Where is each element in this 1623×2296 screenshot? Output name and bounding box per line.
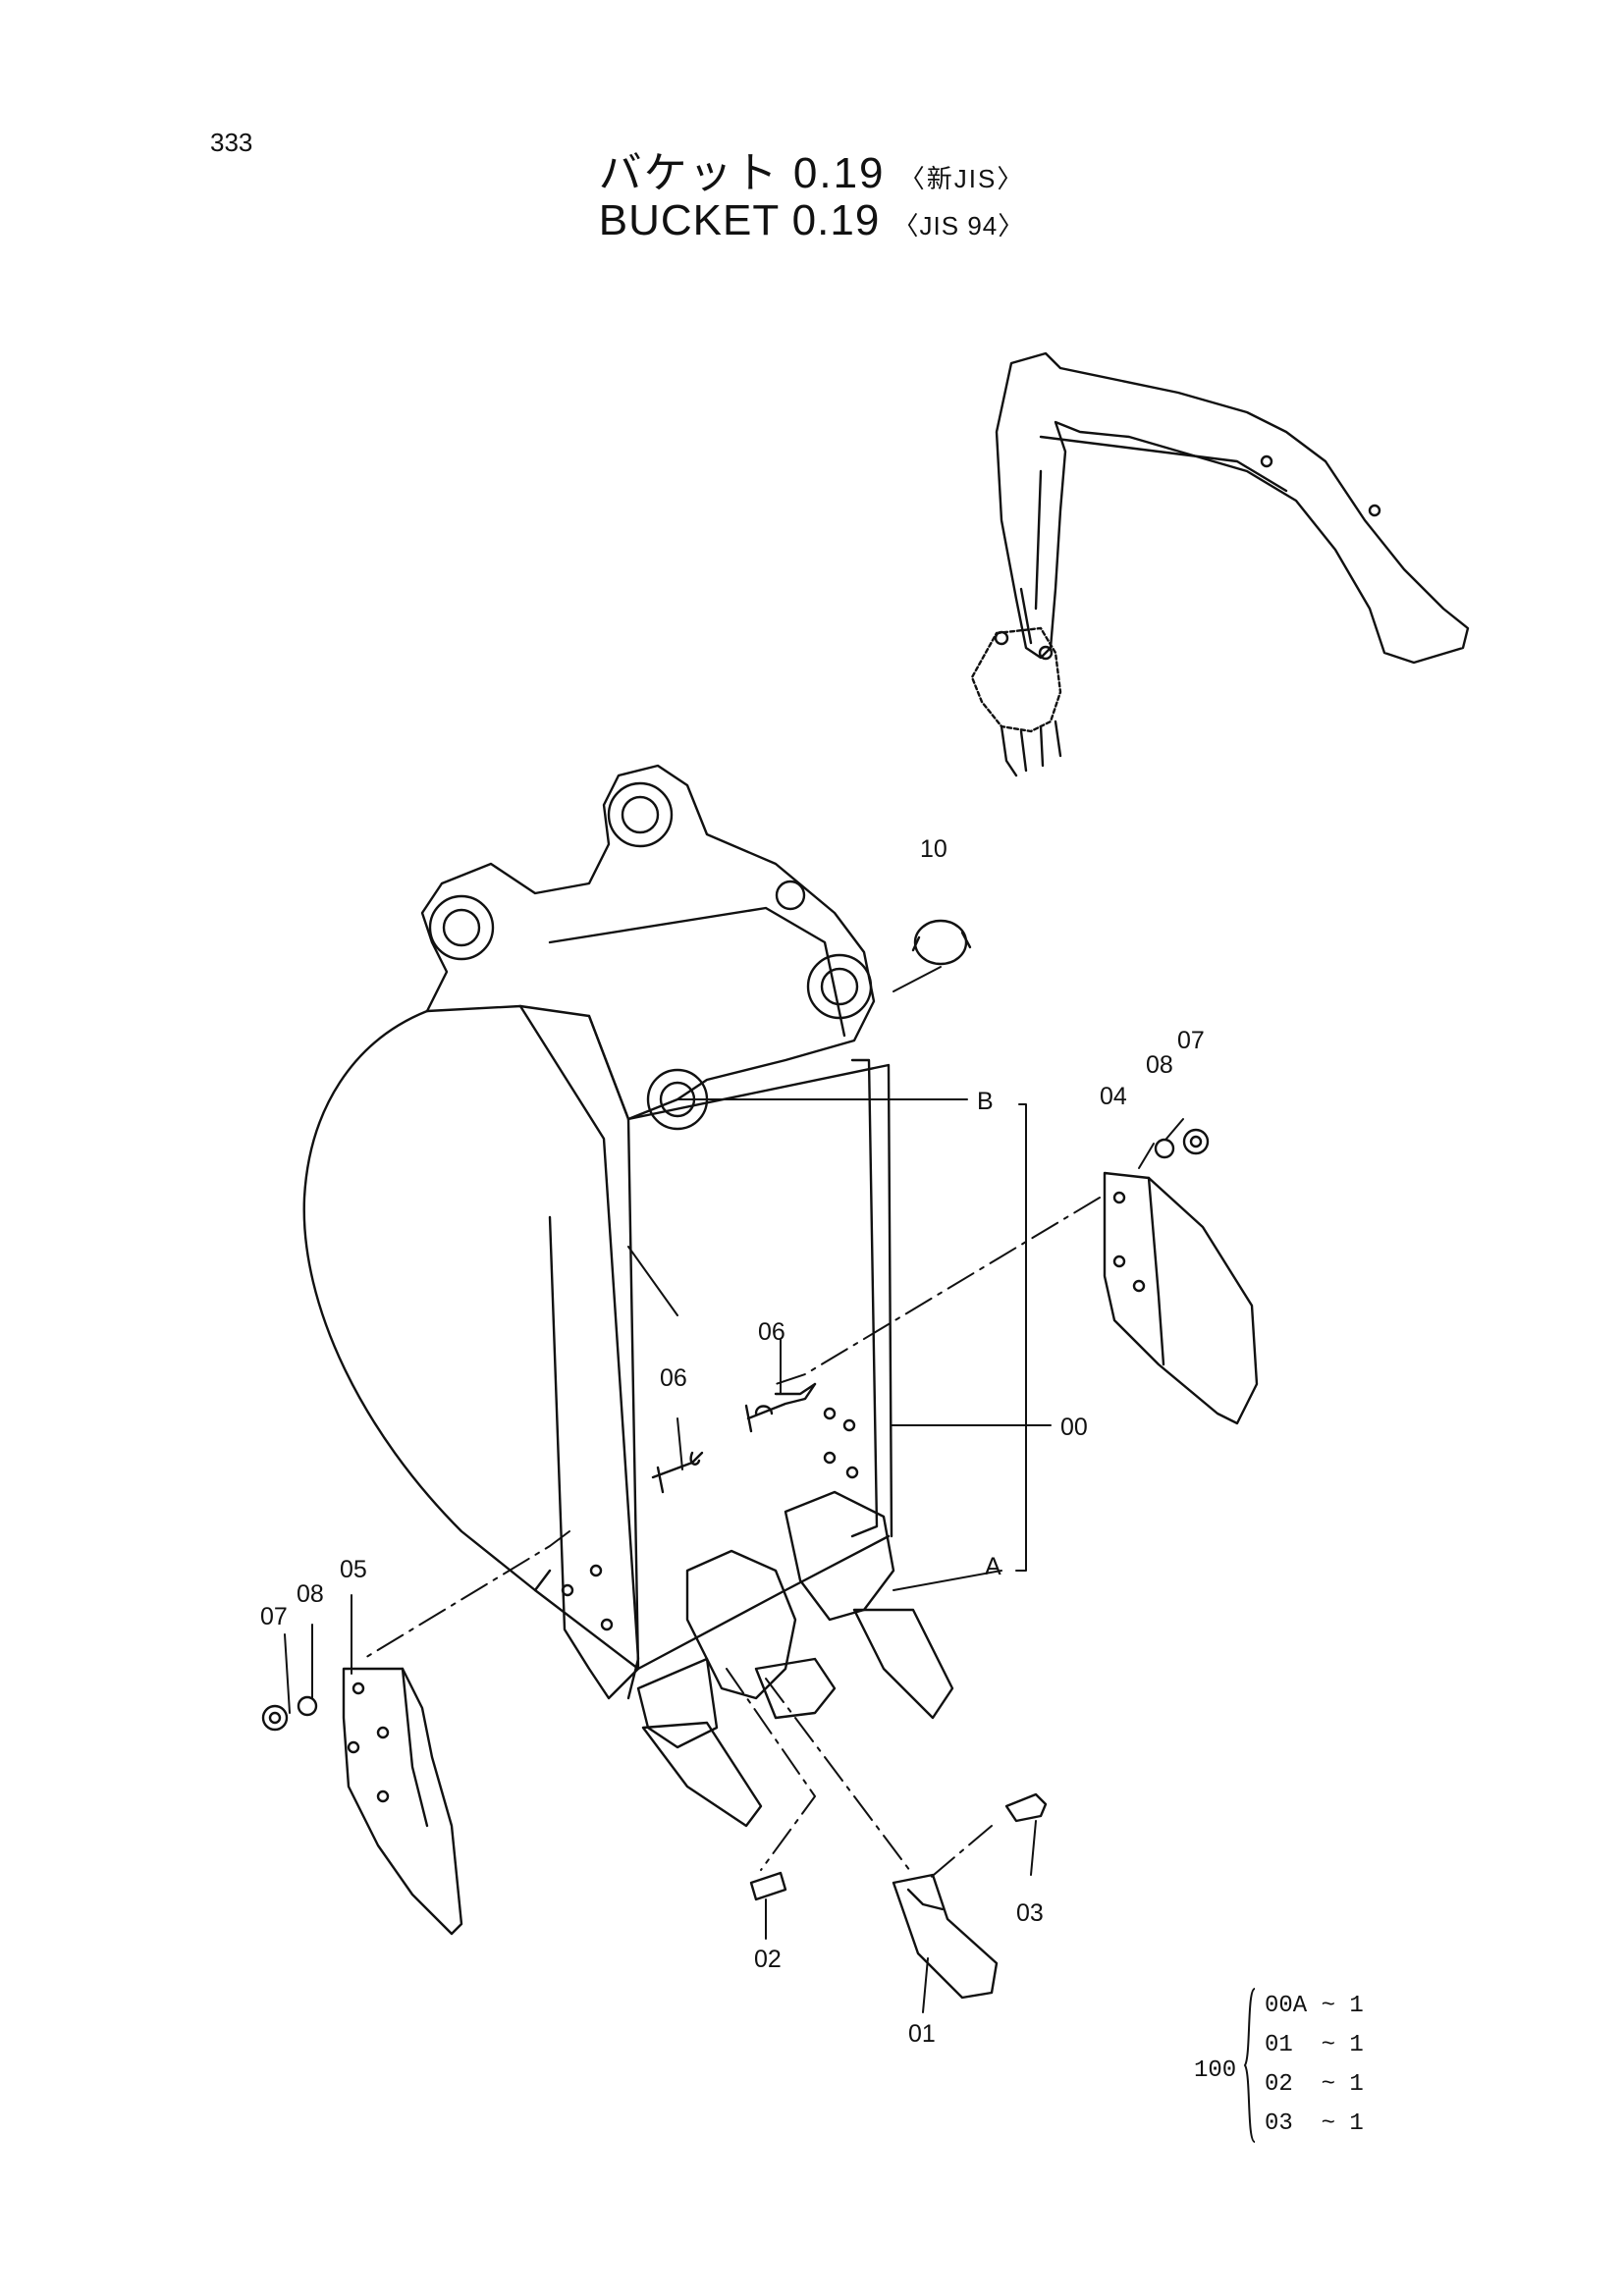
callout-07-left: 07 <box>260 1603 288 1630</box>
set-item: 01 ~ 1 <box>1265 2032 1364 2058</box>
callout-03: 03 <box>1016 1899 1044 1927</box>
set-item: 00A ~ 1 <box>1265 1993 1364 2019</box>
set-items: 00A ~ 1 01 ~ 1 02 ~ 1 03 ~ 1 <box>1265 1987 1364 2144</box>
callout-06-upper: 06 <box>758 1318 785 1346</box>
side-cutter-left <box>342 1667 463 1936</box>
side-cutter-right <box>1103 1171 1259 1425</box>
tooth-point <box>892 1873 999 2000</box>
title-english: BUCKET 0.19 〈JIS 94〉 <box>0 196 1623 245</box>
callout-08-left: 08 <box>297 1580 324 1608</box>
callout-07-right: 07 <box>1177 1027 1205 1054</box>
washer-left <box>297 1695 318 1717</box>
bucket-body <box>302 764 954 1828</box>
bolt-upper <box>744 1382 817 1433</box>
set-quantity-label: 100 <box>1194 2057 1237 2084</box>
tooth-pin <box>1004 1792 1048 1823</box>
callout-04: 04 <box>1100 1083 1127 1110</box>
bolt-lower <box>651 1451 704 1494</box>
nut-left <box>261 1704 289 1732</box>
callout-10: 10 <box>920 835 947 863</box>
title-japanese-main: バケット 0.19 <box>598 149 886 197</box>
callout-08-right: 08 <box>1146 1051 1173 1079</box>
brace-icon <box>1243 1988 1256 2143</box>
page-number: 333 <box>210 128 253 157</box>
callout-01: 01 <box>908 2020 936 2048</box>
nut-right <box>1182 1128 1210 1155</box>
callout-02: 02 <box>754 1946 782 1973</box>
callout-00: 00 <box>1060 1414 1088 1441</box>
leader-lines <box>284 966 1184 2013</box>
bushing <box>911 919 972 966</box>
lock-washer <box>749 1871 787 1901</box>
title-japanese: バケット 0.19 〈新JIS〉 <box>0 137 1623 200</box>
callout-05: 05 <box>340 1556 367 1583</box>
set-item: 03 ~ 1 <box>1265 2110 1364 2137</box>
title-english-spec: 〈JIS 94〉 <box>893 211 1025 240</box>
callout-b: B <box>977 1088 994 1115</box>
title-japanese-spec: 〈新JIS〉 <box>898 164 1025 193</box>
callout-a: A <box>985 1553 1001 1580</box>
excavator-arm-illustration <box>970 351 1470 777</box>
washer-right <box>1154 1138 1175 1159</box>
callout-06-lower: 06 <box>660 1364 687 1392</box>
set-item: 02 ~ 1 <box>1265 2071 1364 2098</box>
title-english-main: BUCKET 0.19 <box>598 196 881 244</box>
